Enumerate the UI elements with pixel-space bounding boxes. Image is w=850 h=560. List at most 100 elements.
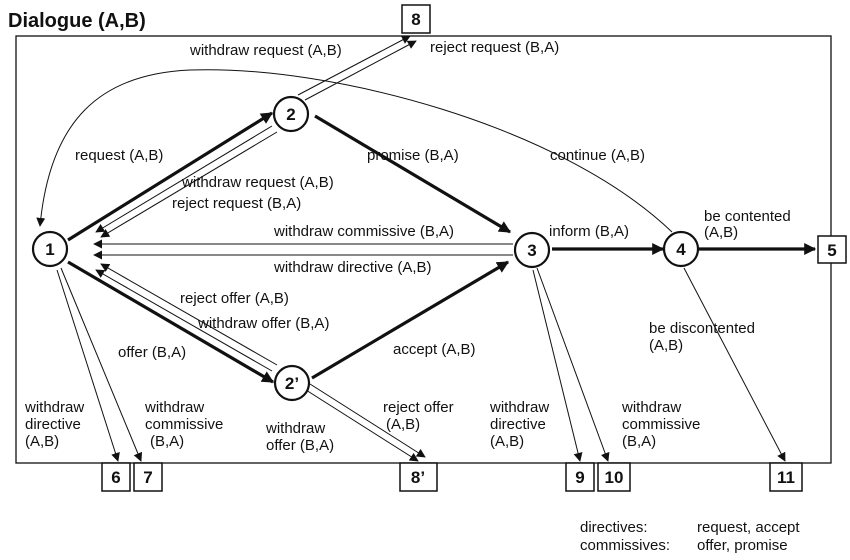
label-withdraw-commissive-right-1: withdraw [621, 399, 681, 416]
terminal-box [769, 462, 803, 492]
label-offer: offer (B,A) [118, 344, 186, 361]
label-reject-request-mid: reject request (B,A) [172, 195, 301, 212]
state-circle [662, 230, 700, 268]
label-reject-offer: reject offer (A,B) [180, 290, 289, 307]
arrow-promise [314, 114, 512, 234]
arrow-withdraw-offer-1 [95, 269, 273, 372]
diagram-title: Dialogue (A,B) [8, 10, 146, 32]
arrow-reject-request-8 [304, 40, 417, 101]
arrow-withdraw-directive-9 [532, 269, 583, 462]
terminal-box [101, 462, 131, 492]
arrow-reject-offer-1 [100, 263, 278, 366]
label-withdraw-directive-left-3: (A,B) [25, 433, 59, 450]
terminal-label: 5 [827, 241, 836, 260]
arrow-withdraw-commissive-10 [536, 267, 610, 462]
state-circle [272, 95, 310, 133]
label-withdraw-offer-bottom-2: offer (B,A) [266, 437, 334, 454]
terminal-9: 9 [565, 462, 595, 492]
label-withdraw-offer: withdraw offer (B,A) [197, 315, 329, 332]
label-withdraw-commissive-left-3: (B,A) [150, 433, 184, 450]
state-label: 2 [286, 105, 295, 124]
label-reject-offer-bottom-1: reject offer [383, 399, 454, 416]
state-label: 2’ [285, 374, 299, 393]
terminal-label: 10 [605, 468, 624, 487]
arrows [36, 35, 817, 462]
label-withdraw-offer-bottom-1: withdraw [265, 420, 325, 437]
label-withdraw-commissive-right-3: (B,A) [622, 433, 656, 450]
state-label: 3 [527, 241, 536, 260]
label-withdraw-request-mid: withdraw request (A,B) [181, 174, 334, 191]
label-withdraw-commissive-left-2: commissive [145, 416, 223, 433]
arrow-withdraw-commissive-7 [60, 267, 143, 462]
terminal-box [597, 462, 631, 492]
label-withdraw-directive-left-1: withdraw [24, 399, 84, 416]
terminal-label: 11 [777, 468, 795, 487]
state-3: 3 [513, 231, 551, 269]
label-withdraw-commissive-left-1: withdraw [144, 399, 204, 416]
edge-labels: withdraw request (A,B) reject request (B… [24, 39, 791, 454]
state-label: 1 [45, 240, 54, 259]
terminal-5: 5 [817, 235, 847, 264]
arrow-be-discontented [683, 267, 786, 462]
terminal-label: 8’ [411, 468, 425, 487]
arrow-withdraw-request-1 [95, 125, 273, 233]
label-withdraw-directive-right-3: (A,B) [490, 433, 524, 450]
state-label: 4 [676, 240, 686, 259]
label-accept: accept (A,B) [393, 341, 476, 358]
label-inform: inform (B,A) [549, 223, 629, 240]
state-2: 2 [272, 95, 310, 133]
terminal-label: 8 [411, 10, 420, 29]
terminal-box [399, 462, 438, 492]
terminal-7: 7 [133, 462, 163, 492]
state-circle [273, 364, 311, 402]
label-withdraw-directive-left-2: directive [25, 416, 81, 433]
arrow-request [67, 111, 274, 242]
label-promise: promise (B,A) [367, 147, 459, 164]
arrow-reject-offer-8p [309, 383, 426, 458]
legend: directives: request, accept commissives:… [580, 519, 800, 554]
label-withdraw-request-top: withdraw request (A,B) [189, 42, 342, 59]
label-reject-offer-bottom-2: (A,B) [386, 416, 420, 433]
label-withdraw-directive: withdraw directive (A,B) [273, 259, 432, 276]
terminal-box [565, 462, 595, 492]
state-4: 4 [662, 230, 700, 268]
arrow-withdraw-request-8 [297, 35, 411, 96]
terminal-label: 9 [575, 468, 584, 487]
arrow-reject-request-1 [100, 131, 278, 238]
terminal-6: 6 [101, 462, 131, 492]
terminal-10: 10 [597, 462, 631, 492]
arrow-continue [36, 69, 673, 233]
label-continue: continue (A,B) [550, 147, 645, 164]
terminal-8: 8 [401, 4, 431, 34]
label-withdraw-directive-right-1: withdraw [489, 399, 549, 416]
label-be-discontented-2: (A,B) [649, 337, 683, 354]
terminal-box [817, 235, 847, 264]
arrow-offer [67, 260, 275, 384]
terminal-label: 7 [143, 468, 152, 487]
arrow-withdraw-offer-8p [305, 389, 419, 462]
terminal-8-prime: 8’ [399, 462, 438, 492]
state-2-prime: 2’ [273, 364, 311, 402]
terminal-box [133, 462, 163, 492]
terminal-11: 11 [769, 462, 803, 492]
legend-commissives-value: offer, promise [697, 537, 788, 554]
terminal-box [401, 4, 431, 34]
label-withdraw-directive-right-2: directive [490, 416, 546, 433]
label-be-discontented-1: be discontented [649, 320, 755, 337]
label-be-contented-1: be contented [704, 208, 791, 225]
arrow-withdraw-directive-6 [56, 269, 120, 462]
terminal-label: 6 [111, 468, 120, 487]
label-withdraw-commissive-right-2: commissive [622, 416, 700, 433]
state-circle [513, 231, 551, 269]
legend-directives-value: request, accept [697, 519, 800, 536]
state-1: 1 [31, 230, 69, 268]
label-be-contented-2: (A,B) [704, 224, 738, 241]
state-circle [31, 230, 69, 268]
legend-directives-key: directives: [580, 519, 648, 536]
legend-commissives-key: commissives: [580, 537, 670, 554]
label-reject-request-top: reject request (B,A) [430, 39, 559, 56]
arrow-accept [311, 260, 510, 380]
label-withdraw-commissive: withdraw commissive (B,A) [273, 223, 454, 240]
label-request: request (A,B) [75, 147, 163, 164]
